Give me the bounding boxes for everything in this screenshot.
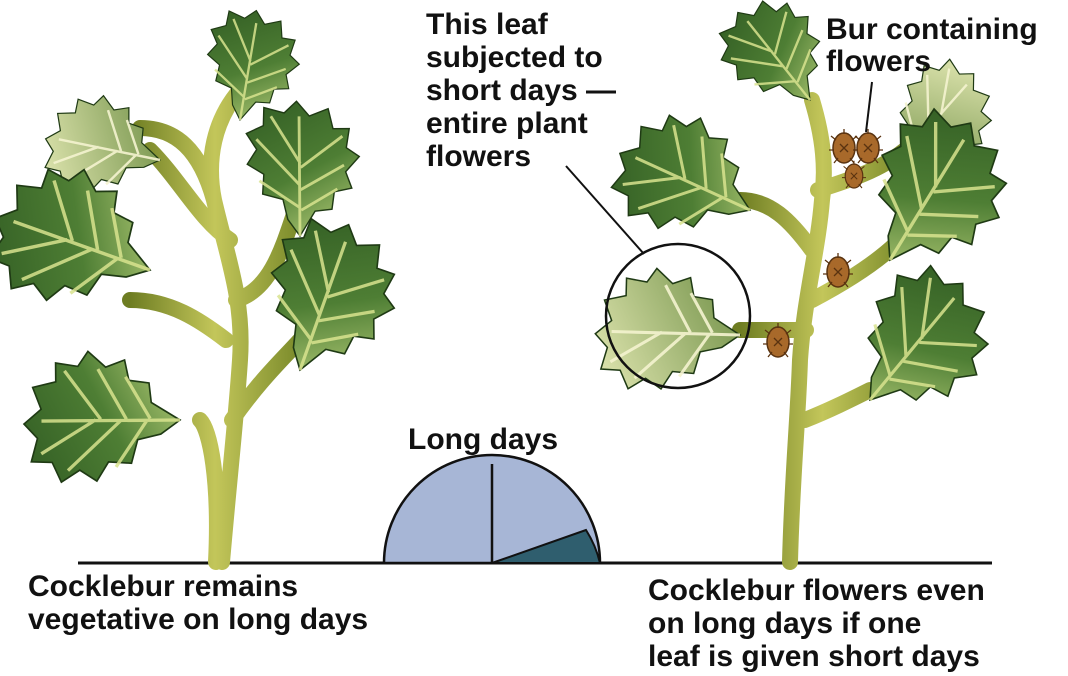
leaf-icon: [590, 90, 774, 274]
left-plant: [0, 0, 423, 562]
right-caption: Cocklebur flowers even on long days if o…: [648, 574, 985, 673]
label-line: flowers: [426, 140, 616, 173]
bur-icon: [853, 129, 883, 163]
short-day-leaf-icon: [577, 251, 753, 420]
short-day-leaf-label: This leaf subjected to short days — enti…: [426, 8, 616, 173]
label-line: subjected to: [426, 41, 616, 74]
right-plant: [577, 0, 1033, 562]
label-line: Long days: [408, 423, 558, 456]
label-line: Cocklebur flowers even: [648, 574, 985, 607]
day-length-dial-icon: [384, 455, 600, 563]
left-caption: Cocklebur remains vegetative on long day…: [28, 570, 368, 636]
label-line: entire plant: [426, 107, 616, 140]
bur-pointer-line: [866, 82, 872, 132]
label-line: Bur containing: [826, 14, 1038, 46]
bur-icon: [829, 129, 859, 163]
bur-label: Bur containing flowers: [826, 14, 1038, 78]
label-line: This leaf: [426, 8, 616, 41]
leaf-icon: [828, 87, 1034, 290]
label-line: Cocklebur remains: [28, 570, 368, 603]
label-line: vegetative on long days: [28, 603, 368, 636]
leaf-icon: [6, 334, 193, 513]
label-line: short days —: [426, 74, 616, 107]
label-line: leaf is given short days: [648, 640, 985, 673]
long-days-label: Long days: [408, 423, 558, 456]
label-line: on long days if one: [648, 607, 985, 640]
label-line: flowers: [826, 46, 1038, 78]
